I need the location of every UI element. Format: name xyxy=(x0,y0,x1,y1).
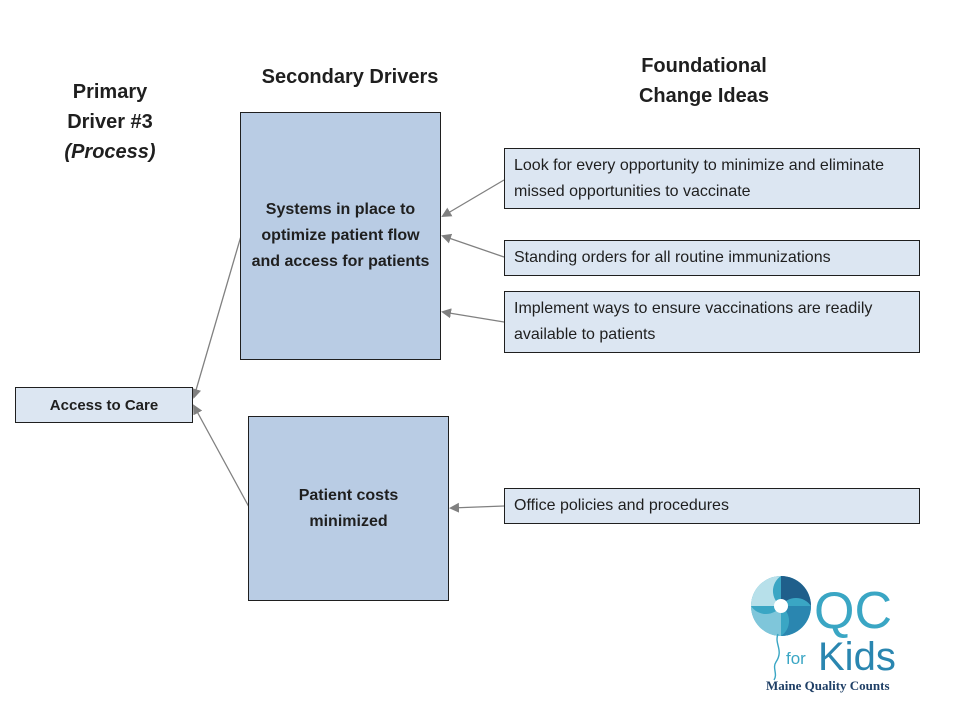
arrow-idea2-to-driver1 xyxy=(441,233,505,258)
change-idea-box-2: Standing orders for all routine immuniza… xyxy=(504,240,920,276)
qc-for-kids-logo: QC for Kids xyxy=(751,576,896,681)
primary-heading-line3: (Process) xyxy=(64,141,156,163)
arrow-idea3-to-driver1 xyxy=(441,308,505,323)
arrow-idea1-to-driver1 xyxy=(441,179,505,218)
change-idea-label-2: Standing orders for all routine immuniza… xyxy=(514,249,831,266)
secondary-driver-box-2: Patient costs minimized xyxy=(248,416,449,601)
arrow-driver2-to-primary xyxy=(193,404,250,508)
secondary-drivers-heading: Secondary Drivers xyxy=(261,66,439,88)
logo-kids-text: Kids xyxy=(818,635,896,679)
change-idea-label-1: Look for every opportunity to minimize a… xyxy=(514,156,884,200)
change-idea-box-1: Look for every opportunity to minimize a… xyxy=(504,148,920,209)
primary-driver-heading: Primary Driver #3 (Process) xyxy=(40,77,180,167)
arrow-idea4-to-driver2 xyxy=(449,502,505,513)
primary-driver-label: Access to Care xyxy=(49,396,159,414)
foundational-heading-line1: Foundational xyxy=(641,55,767,77)
primary-heading-line1: Primary xyxy=(72,81,148,103)
swirl-emblem-icon xyxy=(751,576,811,681)
primary-heading-line2: Driver #3 xyxy=(67,111,153,133)
arrow-driver1-to-primary xyxy=(191,235,242,399)
logo-for-text: for xyxy=(786,649,806,668)
change-idea-label-3: Implement ways to ensure vaccinations ar… xyxy=(514,300,873,343)
secondary-driver-label-1: Systems in place to optimize patient flo… xyxy=(251,201,430,270)
logo-tagline: Maine Quality Counts xyxy=(766,678,890,693)
foundational-heading-line2: Change Ideas xyxy=(638,85,770,107)
change-idea-label-4: Office policies and procedures xyxy=(514,497,729,514)
secondary-driver-label-2: Patient costs minimized xyxy=(298,486,399,530)
secondary-driver-box-1: Systems in place to optimize patient flo… xyxy=(240,112,441,360)
foundational-change-ideas-heading: Foundational Change Ideas xyxy=(604,51,804,111)
change-idea-box-4: Office policies and procedures xyxy=(504,488,920,524)
change-idea-box-3: Implement ways to ensure vaccinations ar… xyxy=(504,291,920,353)
primary-driver-box: Access to Care xyxy=(15,387,193,423)
logo-qc-text: QC xyxy=(814,582,892,640)
